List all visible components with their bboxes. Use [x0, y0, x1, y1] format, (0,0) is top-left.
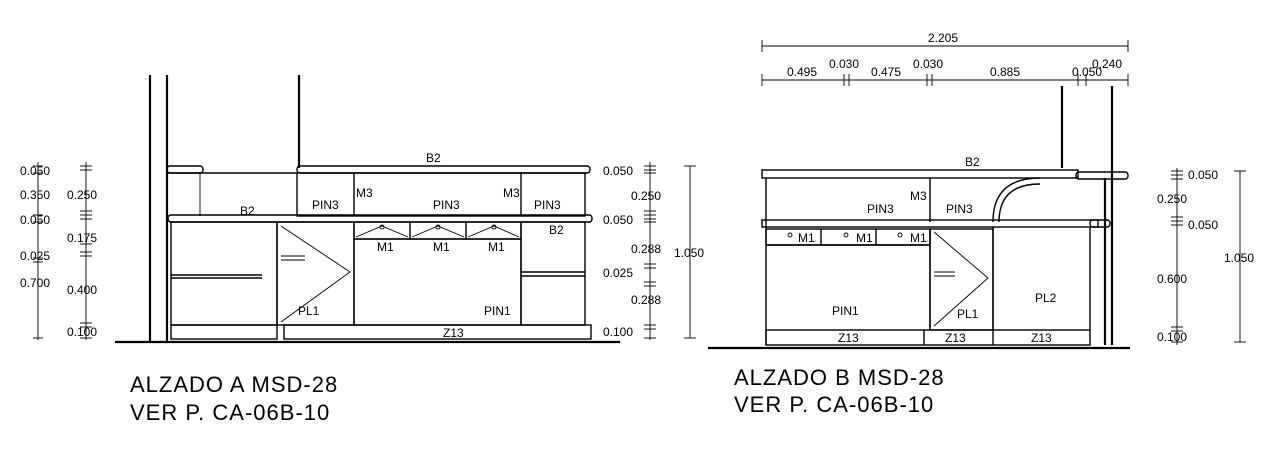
label-b2: B2 — [426, 151, 441, 165]
knob — [435, 224, 441, 230]
label-b2: B2 — [965, 155, 980, 169]
drawing-title: ALZADO B MSD-28 — [734, 365, 945, 390]
label-pin1: PIN1 — [832, 304, 859, 318]
dim-label-total-width: 2.205 — [928, 31, 958, 45]
countertop — [761, 169, 1079, 179]
dim-label: 0.240 — [1092, 57, 1122, 71]
curved-panel — [998, 183, 1041, 223]
dim-label: 0.030 — [829, 57, 859, 71]
label-z13: Z13 — [443, 326, 464, 340]
label-m3: M3 — [356, 186, 373, 200]
drawer-strip — [353, 221, 522, 240]
curved-panel — [992, 177, 1041, 223]
drawing-title: ALZADO A MSD-28 — [130, 372, 338, 397]
dim-label: 0.250 — [631, 189, 661, 203]
plinth-z13 — [283, 324, 592, 340]
rail-end — [1089, 219, 1111, 228]
dim-label: 0.175 — [67, 231, 97, 245]
door-swing — [933, 231, 989, 327]
dim-label: 0.100 — [67, 325, 97, 339]
knob — [491, 224, 497, 230]
dim-label: 0.475 — [871, 65, 901, 79]
dim-label: 0.050 — [20, 213, 50, 227]
elevation-b: 2.205 0.495 0.030 0.475 0.030 0.885 0.05… — [708, 31, 1254, 417]
drawer-mark — [355, 225, 409, 238]
dim-label: 0.100 — [603, 325, 633, 339]
top-rail-left — [166, 165, 204, 174]
label-m1: M1 — [488, 240, 505, 254]
label-pl1: PL1 — [298, 304, 320, 318]
dimension-ticks — [644, 165, 656, 339]
dim-label: 0.050 — [1188, 218, 1218, 232]
dim-label: 0.600 — [1157, 272, 1187, 286]
lower-cabinet-right — [520, 221, 586, 326]
dim-label: 0.030 — [913, 57, 943, 71]
label-b2: B2 — [549, 223, 564, 237]
dim-label: 0.025 — [603, 266, 633, 280]
dim-label: 0.400 — [67, 283, 97, 297]
drawing-subtitle: VER P. CA-06B-10 — [734, 392, 934, 417]
top-rail — [296, 165, 591, 174]
elevation-a: B2 B2 B2 PIN3 PIN3 PIN3 M3 M3 M1 M1 M1 P… — [20, 75, 704, 425]
lower-cabinet-left — [170, 221, 278, 326]
door-swing — [280, 225, 351, 323]
dimension-ticks — [33, 165, 43, 339]
label-pin3: PIN3 — [534, 198, 561, 212]
knob — [379, 224, 385, 230]
knob — [843, 232, 849, 238]
knob — [787, 232, 793, 238]
bar-rail — [1075, 171, 1129, 180]
label-m1: M1 — [798, 231, 815, 245]
label-pl2: PL2 — [1035, 291, 1057, 305]
plinth — [170, 324, 278, 340]
label-m1: M1 — [377, 240, 394, 254]
dim-label: 0.288 — [631, 242, 661, 256]
dim-label: 0.050 — [1072, 65, 1102, 79]
dim-label-total: 1.050 — [1224, 251, 1254, 265]
dimension-ticks — [1171, 170, 1183, 343]
dim-label: 0.885 — [990, 65, 1020, 79]
label-m3: M3 — [503, 186, 520, 200]
dim-label: 0.050 — [20, 164, 50, 178]
label-pin3: PIN3 — [946, 202, 973, 216]
dim-label: 0.700 — [20, 276, 50, 290]
label-z13: Z13 — [838, 331, 859, 345]
dim-label: 0.250 — [67, 188, 97, 202]
label-m3: M3 — [910, 189, 927, 203]
label-pl1: PL1 — [957, 307, 979, 321]
dim-label: 0.050 — [603, 164, 633, 178]
label-b2: B2 — [240, 204, 255, 218]
label-m1: M1 — [433, 240, 450, 254]
dim-label-total: 1.050 — [674, 246, 704, 260]
dim-label: 0.288 — [631, 293, 661, 307]
knob — [897, 232, 903, 238]
label-pin3: PIN3 — [433, 198, 460, 212]
label-z13: Z13 — [1031, 331, 1052, 345]
dim-label: 0.025 — [20, 249, 50, 263]
label-m1: M1 — [910, 231, 927, 245]
dim-label: 0.050 — [603, 213, 633, 227]
drawing-subtitle: VER P. CA-06B-10 — [130, 400, 330, 425]
label-m1: M1 — [856, 231, 873, 245]
dim-label: 0.250 — [1157, 192, 1187, 206]
label-z13: Z13 — [945, 331, 966, 345]
drawer-mark — [411, 225, 465, 238]
dim-label: 0.100 — [1157, 330, 1187, 344]
label-pin3: PIN3 — [312, 198, 339, 212]
label-pin3: PIN3 — [867, 202, 894, 216]
plinth — [765, 329, 1091, 346]
upper-cabinet — [296, 172, 586, 217]
label-pin1: PIN1 — [484, 304, 511, 318]
dim-label: 0.050 — [1188, 168, 1218, 182]
dimension-ticks — [761, 74, 1129, 86]
shelf-rail — [761, 219, 1099, 228]
dim-label: 0.350 — [20, 188, 50, 202]
dimension-ticks — [80, 165, 92, 339]
drawer-mark — [467, 225, 520, 238]
dim-label: 0.495 — [787, 65, 817, 79]
